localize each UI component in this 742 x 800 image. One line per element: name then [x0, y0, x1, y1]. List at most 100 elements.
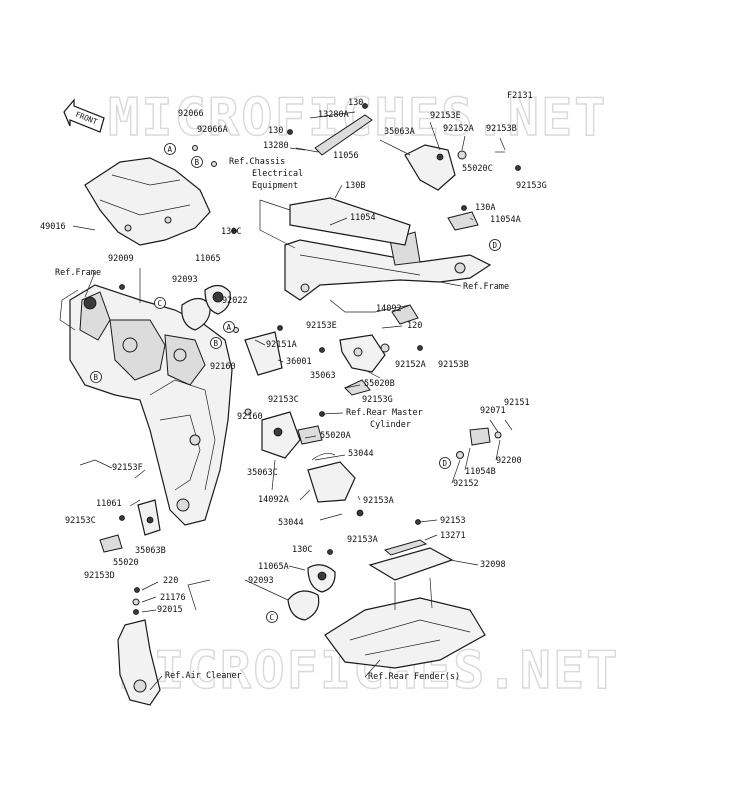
- part-label-l14092: 14092: [376, 304, 402, 314]
- svg-text:C: C: [270, 613, 275, 622]
- part-label-l13271: 13271: [440, 531, 466, 541]
- part-label-l220: 220: [163, 576, 178, 586]
- watermark-top: MICROFICHES.NET: [108, 88, 608, 148]
- part-label-l32098: 32098: [480, 560, 506, 570]
- part-label-l11065: 11065: [195, 254, 221, 264]
- plate-36001: [244, 325, 283, 416]
- part-label-l92153b2: 92153B: [438, 360, 469, 370]
- part-label-lelec: Electrical: [252, 169, 303, 179]
- part-labels: 13013280A13013280110569206692066ARef.Cha…: [40, 98, 547, 682]
- part-label-l120: 120: [407, 321, 422, 331]
- part-label-l92153: 92153: [440, 516, 466, 526]
- washer-92066a: [211, 161, 217, 167]
- svg-text:A: A: [227, 323, 232, 332]
- part-label-l92015: 92015: [157, 605, 183, 615]
- part-label-l92160b: 92160: [237, 412, 263, 422]
- part-label-l11054: 11054: [350, 213, 376, 223]
- part-label-l92066: 92066: [178, 109, 204, 119]
- part-label-l92151: 92151: [504, 398, 530, 408]
- part-label-l92152a2: 92152A: [395, 360, 426, 370]
- grommet-11065a: [287, 549, 336, 621]
- part-label-l92153g: 92153G: [516, 181, 547, 191]
- part-label-l92152a: 92152A: [443, 124, 474, 134]
- svg-text:B: B: [195, 158, 200, 167]
- part-label-lreffr2: Ref.Frame: [463, 282, 509, 292]
- grommet-92093: [181, 284, 231, 331]
- part-label-l35063a: 35063A: [384, 127, 415, 137]
- part-label-l92093b: 92093: [248, 576, 274, 586]
- part-label-l92093: 92093: [172, 275, 198, 285]
- part-label-l13280: 13280: [263, 141, 289, 151]
- part-label-l92151a: 92151A: [266, 340, 297, 350]
- part-label-lequip: Equipment: [252, 181, 298, 191]
- part-label-l130bb: 130B: [345, 181, 365, 191]
- main-frame: [59, 284, 233, 526]
- marker-b-left: B: [90, 371, 102, 383]
- part-label-l92066a: 92066A: [197, 125, 228, 135]
- part-label-lrefrf: Ref.Rear Fender(s): [368, 672, 460, 682]
- part-label-l55020a: 55020A: [320, 431, 351, 441]
- part-label-l92153a: 92153A: [363, 496, 394, 506]
- part-label-l21176: 21176: [160, 593, 186, 603]
- part-label-l92022: 92022: [222, 296, 248, 306]
- washer-92066: [192, 145, 198, 151]
- bracket-35063b: [99, 499, 161, 553]
- plate-14092: [381, 304, 419, 329]
- svg-text:B: B: [214, 339, 219, 348]
- part-label-l11054a: 11054A: [490, 215, 521, 225]
- part-label-l92153e2: 92153E: [306, 321, 337, 331]
- svg-text:D: D: [493, 241, 498, 250]
- marker-a-frame: A: [223, 321, 235, 333]
- upper-subframe-11054: [284, 197, 492, 301]
- svg-text:A: A: [168, 145, 173, 154]
- part-label-lcyl: Cylinder: [370, 420, 411, 430]
- marker-a-top: A: [164, 143, 176, 155]
- front-arrow-icon: FRONT: [63, 98, 105, 133]
- cover-49016: [84, 157, 211, 246]
- part-label-l55020: 55020: [113, 558, 139, 568]
- part-label-l92153b: 92153B: [486, 124, 517, 134]
- bracket-35063a: [404, 144, 521, 191]
- marker-d-lower: D: [439, 457, 451, 469]
- marker-c-lower: C: [266, 611, 278, 623]
- diagram-code: F2131: [507, 91, 533, 101]
- bracket-35063: [319, 334, 423, 396]
- part-label-l35063c: 35063C: [247, 468, 278, 478]
- part-label-l55020b: 55020B: [364, 379, 395, 389]
- part-label-lrefrm: Ref.Rear Master: [346, 408, 423, 418]
- part-label-l130c2: 130C: [292, 545, 312, 555]
- part-label-l55020c: 55020C: [462, 164, 493, 174]
- svg-text:C: C: [158, 299, 163, 308]
- part-label-l92152: 92152: [453, 479, 479, 489]
- svg-text:B: B: [94, 373, 99, 382]
- part-label-lreffr: Ref.Frame: [55, 268, 101, 278]
- part-label-lrefch: Ref.Chassis: [229, 157, 285, 167]
- part-label-l49016: 49016: [40, 222, 66, 232]
- part-label-l11061: 11061: [96, 499, 122, 509]
- part-label-l130a: 130: [348, 98, 363, 108]
- part-label-l11054b: 11054B: [465, 467, 496, 477]
- part-label-l92153c2: 92153C: [65, 516, 96, 526]
- part-label-lrefair: Ref.Air Cleaner: [165, 671, 242, 681]
- part-label-l35063: 35063: [310, 371, 336, 381]
- marker-b-top: B: [191, 156, 203, 168]
- part-label-l92153e: 92153E: [430, 111, 461, 121]
- leader-lines: [72, 111, 506, 691]
- part-label-l92071: 92071: [480, 406, 506, 416]
- part-label-l11065a: 11065A: [258, 562, 289, 572]
- rear-subframe: [324, 577, 486, 669]
- marker-d-upper: D: [489, 239, 501, 251]
- part-label-l130a2: 130A: [475, 203, 495, 213]
- air-duct: [117, 587, 161, 706]
- toolkit-32098: [368, 519, 454, 581]
- svg-text:D: D: [443, 459, 448, 468]
- part-label-l92160: 92160: [210, 362, 236, 372]
- part-label-l92153a2: 92153A: [347, 535, 378, 545]
- part-label-l130b2: 130: [268, 126, 283, 136]
- bracket-11054a: [447, 205, 479, 231]
- cover-14092a: [307, 453, 364, 521]
- part-label-l92153c: 92153C: [268, 395, 299, 405]
- part-label-l36001: 36001: [286, 357, 312, 367]
- part-label-l92153g2: 92153G: [362, 395, 393, 405]
